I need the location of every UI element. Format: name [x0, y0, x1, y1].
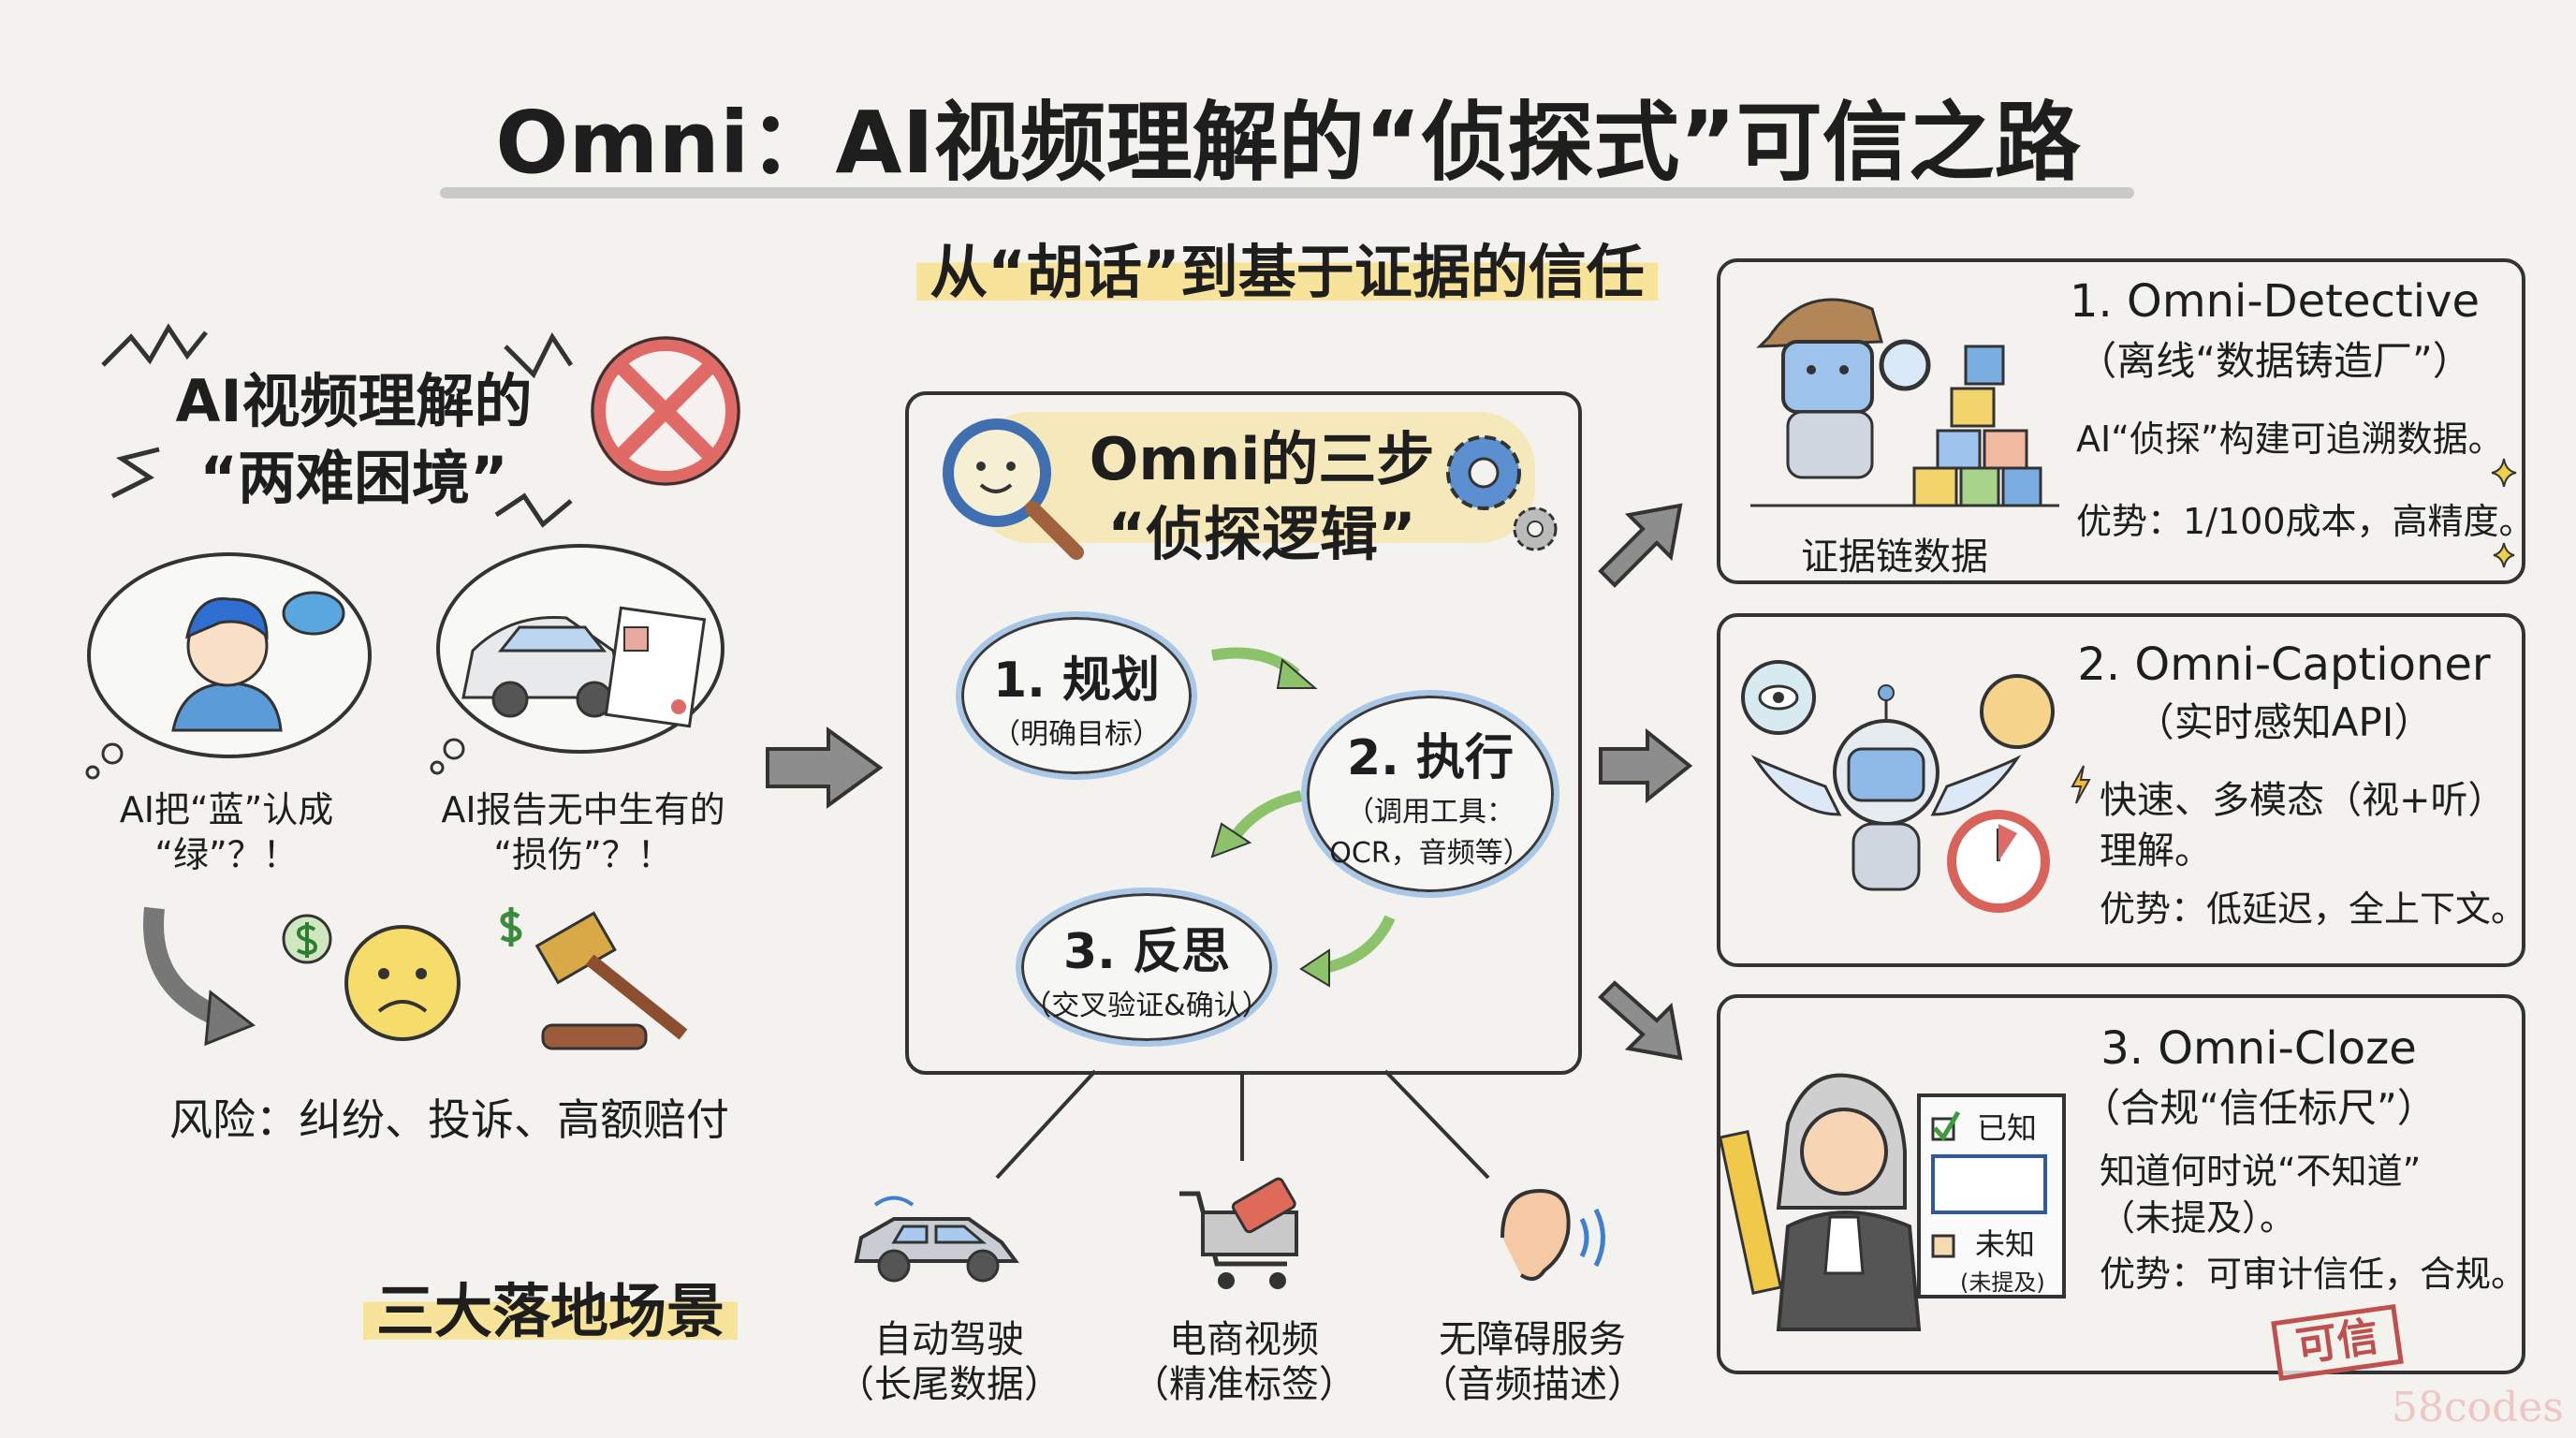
- card-omni-detective: [1717, 258, 2525, 584]
- step-plan-detail: （明确目标）: [992, 717, 1161, 751]
- red-x-circle-icon: [591, 336, 740, 486]
- step-plan-title: 1. 规划: [992, 652, 1161, 709]
- confused-boy-thought-bubble-icon: [85, 552, 372, 780]
- step-reflect-detail: （交叉验证&确认）: [1023, 989, 1270, 1022]
- logic-heading-quote: “侦探逻辑”: [1107, 500, 1416, 568]
- sparkle-icon: [2491, 458, 2517, 488]
- card1-subtitle: （离线“数据铸造厂”）: [2077, 338, 2472, 384]
- curved-arrow-down-icon: [143, 906, 256, 1047]
- card1-title: 1. Omni-Detective: [2070, 275, 2480, 328]
- scenario-ecommerce-video: 电商视频: [1169, 1318, 1319, 1361]
- case1-caption: AI把“蓝”认成: [119, 789, 334, 830]
- evidence-chain-caption: 证据链数据: [1801, 536, 1988, 579]
- green-arrow-reflect-loop-icon: [1299, 915, 1396, 988]
- card3-description-2: （未提及）。: [2100, 1197, 2296, 1239]
- card3-advantage: 优势：可审计信任，合规。: [2100, 1254, 2527, 1295]
- flying-robot-stopwatch-icon: [1741, 660, 2055, 913]
- shopping-cart-tag-icon: [1179, 1177, 1298, 1289]
- step-reflect: 3. 反思 （交叉验证&确认）: [1016, 888, 1278, 1047]
- card-omni-captioner: [1717, 613, 2525, 967]
- card2-subtitle: （实时感知API）: [2134, 699, 2434, 745]
- gears-icon: [1446, 435, 1558, 551]
- card2-description: 快速、多模态（视+听）: [2100, 779, 2506, 822]
- scenario-autonomous-driving: 自动驾驶: [874, 1318, 1024, 1361]
- dilemma-heading-quote: “两难困境”: [199, 444, 508, 512]
- arrow-right-icon: [766, 726, 884, 809]
- step-execute-title: 2. 执行: [1346, 729, 1515, 786]
- self-driving-car-icon: [854, 1196, 1019, 1283]
- step-plan: 1. 规划 （明确目标）: [956, 611, 1197, 780]
- smiling-magnifier-icon: [943, 418, 1084, 560]
- gavel-icon: [500, 907, 688, 1050]
- title-underline: [440, 187, 2134, 198]
- scenarios-heading: 三大落地场景: [362, 1264, 739, 1348]
- card3-title: 3. Omni-Cloze: [2100, 1022, 2417, 1075]
- scenario-ecommerce-video-detail: （精准标签）: [1132, 1363, 1356, 1406]
- lightning-icon: [2071, 765, 2091, 804]
- car-damage-report-thought-bubble-icon: [430, 544, 724, 775]
- card-omni-cloze: [1717, 994, 2525, 1374]
- judge-ruler-checklist-icon: [1718, 1073, 2066, 1331]
- sad-face-icon: [344, 925, 461, 1041]
- ear-sound-icon: [1500, 1188, 1605, 1281]
- step-reflect-title: 3. 反思: [1062, 923, 1231, 980]
- logic-heading: Omni的三步: [1089, 425, 1435, 493]
- green-arrow-plan-to-execute-icon: [1210, 647, 1318, 689]
- dollar-sign-icon: [282, 914, 332, 964]
- case1-caption-2: “绿”？！: [154, 834, 299, 875]
- scenario-accessibility: 无障碍服务: [1439, 1318, 1626, 1361]
- step-execute-detail-2: OCR，音频等）: [1329, 836, 1531, 870]
- card2-description-2: 理解。: [2100, 829, 2212, 873]
- scenario-accessibility-detail: （音频描述）: [1420, 1363, 1645, 1406]
- step-execute: 2. 执行 （调用工具： OCR，音频等）: [1301, 690, 1559, 898]
- burst-lines-icon: [101, 323, 574, 528]
- risk-text: 风险：纠纷、投诉、高额赔付: [169, 1094, 729, 1145]
- card2-title: 2. Omni-Captioner: [2077, 638, 2491, 691]
- scenario-autonomous-driving-detail: （长尾数据）: [837, 1363, 1061, 1406]
- green-arrow-execute-to-reflect-icon: [1210, 790, 1303, 858]
- card3-subtitle: （合规“信任标尺”）: [2081, 1085, 2437, 1131]
- checklist-known: 已知: [1977, 1110, 2038, 1146]
- page-title: Omni：AI视频理解的“侦探式”可信之路: [495, 93, 2081, 193]
- sparkle-icon: [2493, 542, 2515, 568]
- subtitle: 从“胡话”到基于证据的信任: [916, 225, 1658, 309]
- card1-advantage: 优势：1/100成本，高精度。: [2076, 501, 2535, 542]
- watermark: 58codes: [2392, 1384, 2564, 1431]
- logic-heading-highlight: [973, 412, 1535, 543]
- case2-caption: AI报告无中生有的: [441, 789, 725, 830]
- detective-robot-blocks-icon: [1750, 298, 2059, 507]
- card1-description: AI“侦探”构建可追溯数据。: [2076, 418, 2504, 460]
- checklist-unknown-note: (未提及): [1960, 1269, 2045, 1296]
- arrows-to-cards-icon: [1598, 503, 1693, 1061]
- card3-description: 知道何时说“不知道”: [2100, 1151, 2422, 1192]
- dilemma-heading: AI视频理解的: [175, 367, 533, 435]
- case2-caption-2: “损伤”？！: [493, 834, 673, 875]
- card2-advantage: 优势：低延迟，全上下文。: [2100, 888, 2527, 930]
- checklist-unknown: 未知: [1975, 1226, 2036, 1262]
- step-execute-detail: （调用工具：: [1346, 795, 1515, 829]
